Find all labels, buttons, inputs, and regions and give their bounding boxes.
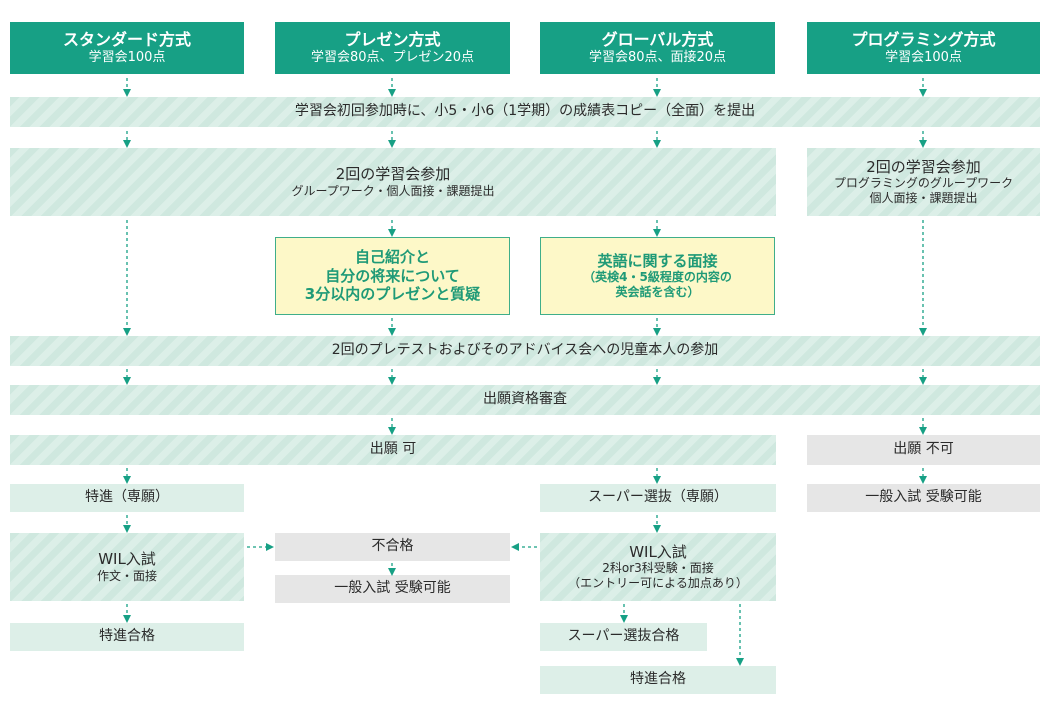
step-label: 一般入試 受験可能 — [334, 580, 451, 597]
step-title: WIL入試 — [629, 542, 687, 561]
presentation-line: 3分以内のプレゼンと質疑 — [304, 285, 481, 304]
step-label: 一般入試 受験可能 — [865, 489, 982, 506]
method-name: プレゼン方式 — [344, 29, 441, 49]
step-detail: プログラミングのグループワーク — [833, 176, 1014, 191]
pretest-step: 2回のプレテストおよびそのアドバイス会への児童本人の参加 — [10, 336, 1040, 366]
step-title: 2回の学習会参加 — [866, 157, 981, 176]
application-ok-step: 出願 可 — [10, 435, 776, 465]
method-global-header: グローバル方式 学習会80点、面接20点 — [540, 22, 775, 74]
method-name: プログラミング方式 — [851, 29, 996, 49]
tokushin-step: 特進（専願） — [10, 484, 244, 512]
super-select-pass: スーパー選抜合格 — [540, 623, 707, 651]
general-exam-mid: 一般入試 受験可能 — [275, 575, 510, 603]
presentation-line: 自己紹介と — [354, 247, 430, 266]
step-label: スーパー選抜（専願） — [588, 489, 728, 506]
method-score: 学習会80点、面接20点 — [588, 49, 727, 65]
step-detail: 個人面接・課題提出 — [869, 191, 978, 206]
step-detail: グループワーク・個人面接・課題提出 — [291, 183, 495, 198]
presentation-line: 自分の将来について — [325, 266, 460, 285]
presentation-requirement-box: 自己紹介と 自分の将来について 3分以内のプレゼンと質疑 — [275, 237, 510, 315]
step-label: 2回のプレテストおよびそのアドバイス会への児童本人の参加 — [331, 342, 719, 359]
english-line: 英会話を含む） — [615, 285, 700, 300]
step-label: 学習会初回参加時に、小5・小6（1学期）の成績表コピー（全面）を提出 — [294, 103, 756, 120]
english-interview-box: 英語に関する面接 （英検4・5級程度の内容の 英会話を含む） — [540, 237, 775, 315]
step-label: 特進合格 — [630, 671, 686, 688]
wil-exam-right: WIL入試 2科or3科受験・面接 （エントリー可による加点あり） — [540, 533, 776, 601]
step-label: 出願 可 — [369, 441, 417, 458]
tokushin-pass-right: 特進合格 — [540, 666, 776, 694]
submit-report-card-step: 学習会初回参加時に、小5・小6（1学期）の成績表コピー（全面）を提出 — [10, 97, 1040, 127]
application-ng-step: 出願 不可 — [807, 435, 1040, 465]
wil-exam-left: WIL入試 作文・面接 — [10, 533, 244, 601]
method-name: スタンダード方式 — [62, 29, 191, 49]
step-label: 出願 不可 — [893, 441, 954, 458]
fail-step: 不合格 — [275, 533, 510, 561]
tokushin-pass-left: 特進合格 — [10, 623, 244, 651]
step-label: 不合格 — [371, 538, 414, 555]
step-detail: （エントリー可による加点あり） — [568, 576, 748, 591]
general-exam-right: 一般入試 受験可能 — [807, 484, 1040, 512]
method-name: グローバル方式 — [601, 29, 714, 49]
step-label: 特進（専願） — [85, 489, 169, 506]
method-score: 学習会100点 — [885, 49, 962, 65]
method-score: 学習会100点 — [88, 49, 166, 65]
study-sessions-step: 2回の学習会参加 グループワーク・個人面接・課題提出 — [10, 148, 776, 216]
super-select-step: スーパー選抜（専願） — [540, 484, 776, 512]
step-detail: 作文・面接 — [96, 568, 157, 583]
eligibility-review-step: 出願資格審査 — [10, 385, 1040, 415]
step-detail: 2科or3科受験・面接 — [602, 561, 714, 576]
method-presentation-header: プレゼン方式 学習会80点、プレゼン20点 — [275, 22, 510, 74]
english-line: 英語に関する面接 — [597, 251, 718, 270]
method-score: 学習会80点、プレゼン20点 — [310, 49, 475, 65]
english-line: （英検4・5級程度の内容の — [583, 270, 732, 285]
step-label: 出願資格審査 — [483, 391, 567, 408]
step-label: 特進合格 — [99, 628, 155, 645]
method-programming-header: プログラミング方式 学習会100点 — [807, 22, 1040, 74]
step-label: スーパー選抜合格 — [567, 628, 680, 645]
step-title: 2回の学習会参加 — [335, 165, 451, 184]
step-title: WIL入試 — [98, 550, 156, 569]
programming-sessions-step: 2回の学習会参加 プログラミングのグループワーク 個人面接・課題提出 — [807, 148, 1040, 216]
method-standard-header: スタンダード方式 学習会100点 — [10, 22, 244, 74]
